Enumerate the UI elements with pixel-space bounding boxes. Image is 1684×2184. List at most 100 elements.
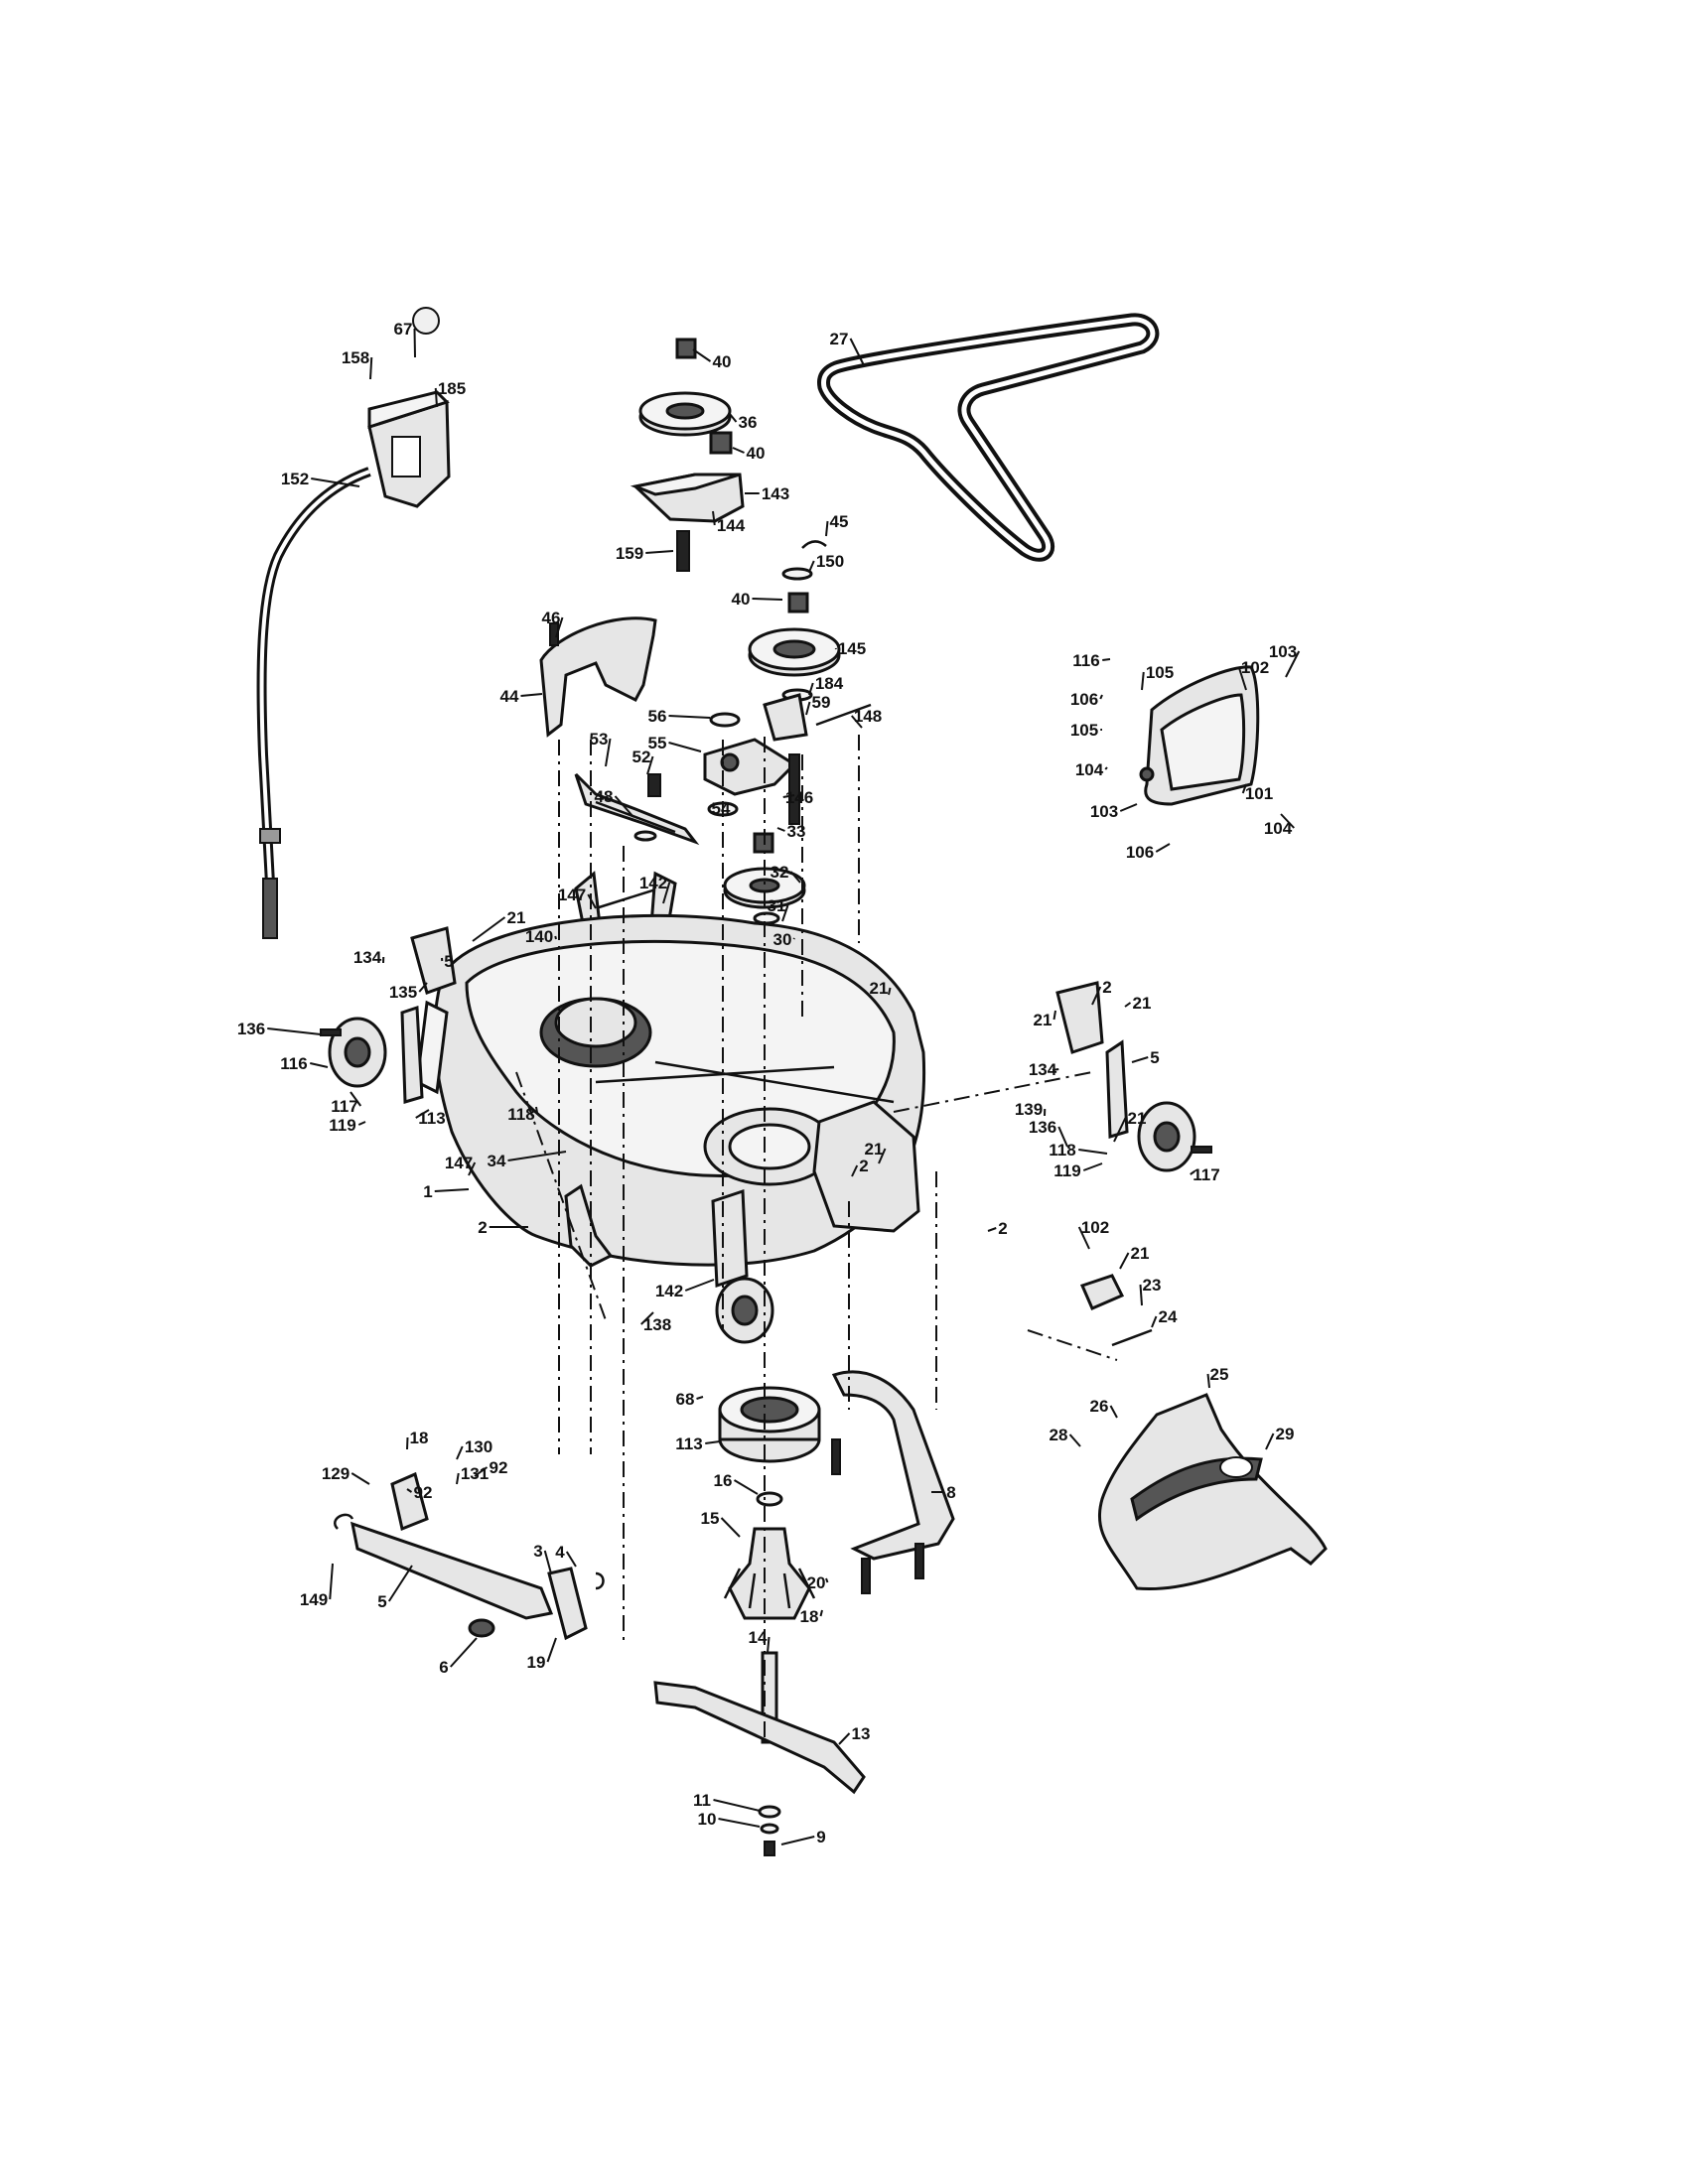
leader-line [1265,1433,1275,1450]
callout-label: 46 [542,609,561,627]
leader-line [708,807,711,810]
callout-label: 139 [1015,1100,1043,1119]
callout-label: 102 [1241,658,1269,677]
leader-line [1113,1117,1127,1143]
leader-line [474,1466,489,1477]
leader-line [1102,658,1111,661]
callout-52: 52 [632,748,654,775]
callout-20: 20 [807,1573,829,1592]
callout-label: 150 [816,552,844,571]
callout-146: 146 [782,788,813,807]
callout-116: 116 [280,1054,329,1073]
callout-label: 116 [1072,651,1099,670]
callout-55: 55 [648,734,702,752]
callout-44: 44 [500,687,543,706]
callout-40: 40 [732,444,765,463]
callout-label: 20 [807,1573,826,1592]
leader-line [434,1188,470,1192]
callout-136: 136 [237,1020,322,1038]
callout-label: 29 [1276,1425,1295,1443]
leader-line [684,1279,715,1292]
callout-label: 106 [1070,690,1098,709]
leader-line [1119,803,1138,812]
callout-label: 21 [507,908,526,927]
callout-label: 152 [281,470,309,488]
leader-line [1082,1162,1103,1171]
leader-line [415,1109,430,1119]
callout-label: 113 [418,1109,445,1128]
callout-144: 144 [712,510,746,535]
callout-102: 102 [1237,658,1269,691]
pulley-icon [748,540,841,702]
leader-line [520,693,543,697]
leader-line [329,1563,334,1600]
leader-line [406,1488,413,1493]
callout-label: 27 [830,330,849,348]
callout-9: 9 [780,1828,826,1846]
callout-label: 144 [717,516,746,535]
mounting-bracket-icon [1079,1274,1153,1347]
callout-label: 36 [739,413,758,432]
callout-2: 2 [478,1218,528,1237]
callout-18: 18 [800,1607,823,1626]
callout-116: 116 [1072,651,1111,670]
leader-line [696,1396,704,1400]
callout-label: 140 [525,927,553,946]
callout-label: 33 [787,822,806,841]
callout-label: 24 [1159,1307,1178,1326]
leader-line [713,1799,761,1812]
leader-line [888,987,892,996]
callout-136: 136 [1029,1118,1068,1148]
callout-label: 9 [816,1828,825,1846]
callout-138: 138 [640,1311,671,1334]
callout-104: 104 [1264,813,1295,838]
callout-18: 18 [406,1429,428,1450]
callout-label: 149 [300,1590,328,1609]
callout-21: 21 [870,979,892,998]
callout-25: 25 [1206,1365,1228,1389]
deflector-icon [1097,1393,1328,1591]
leader-line [819,1609,823,1617]
callout-92: 92 [474,1458,507,1477]
callout-142: 142 [655,1279,715,1300]
leader-line [718,1818,761,1828]
leader-line [692,348,712,362]
leader-line [456,1472,460,1485]
callout-label: 105 [1146,663,1174,682]
callout-28: 28 [1050,1426,1081,1447]
leader-line [605,738,612,767]
callout-134: 134 [1029,1060,1059,1079]
callout-label: 104 [1264,819,1293,838]
leader-line [712,510,716,526]
callout-152: 152 [281,470,360,488]
callout-135: 135 [389,982,428,1002]
leader-line [1285,650,1301,678]
callout-147: 147 [558,886,597,909]
callout-label: 103 [1269,642,1297,661]
callout-label: 119 [329,1116,355,1135]
callout-21: 21 [472,908,526,942]
callout-label: 11 [693,1791,711,1810]
callout-label: 13 [852,1724,871,1743]
leader-line [838,1732,851,1745]
callout-label: 142 [639,874,667,892]
callout-23: 23 [1139,1276,1161,1306]
callout-label: 135 [389,983,417,1002]
leader-line [535,1106,539,1115]
callout-16: 16 [714,1471,759,1495]
callout-label: 2 [998,1219,1007,1238]
belt-icon [817,313,1160,562]
callout-48: 48 [595,787,634,818]
leader-line [468,1161,477,1176]
callout-118: 118 [1049,1141,1108,1160]
callout-label: 14 [749,1628,768,1647]
leader-line [1241,783,1247,794]
callout-26: 26 [1090,1397,1118,1419]
mulch-plug-icon [1139,665,1260,806]
callout-label: 130 [465,1437,492,1456]
callout-118: 118 [507,1105,539,1124]
callout-label: 53 [590,730,609,749]
leader-line [849,338,865,366]
callout-label: 118 [1049,1141,1075,1160]
